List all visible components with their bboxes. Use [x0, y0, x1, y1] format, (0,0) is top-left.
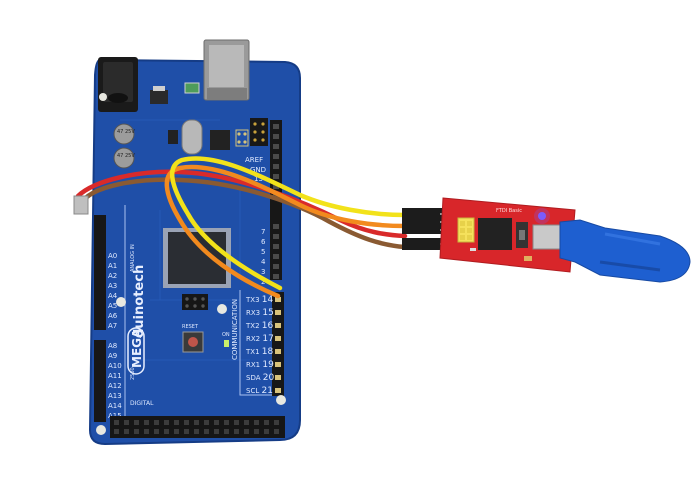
analog-header-left	[94, 250, 106, 422]
svg-text:A6: A6	[108, 312, 118, 320]
voltage-jumper	[457, 217, 475, 243]
dupont-connectors	[402, 208, 450, 250]
usb-b-connector	[203, 39, 250, 101]
svg-text:4: 4	[261, 258, 266, 266]
electrolytic-capacitor: 47 25V	[113, 147, 135, 169]
ftdi-usb-serial-adapter: FTDI Basic	[439, 197, 576, 273]
icsp-header	[182, 294, 208, 310]
jumper-wires	[73, 156, 408, 299]
svg-text:MEGA: MEGA	[130, 328, 144, 368]
svg-text:A5: A5	[108, 302, 117, 310]
capacitor-label: 47 25V	[117, 129, 135, 135]
svg-text:A0: A0	[108, 252, 117, 260]
icsp-header	[250, 118, 268, 146]
adapter-label: FTDI Basic	[496, 208, 522, 214]
model-sub-label: 2560	[130, 367, 136, 380]
svg-text:2: 2	[261, 278, 265, 286]
digital-header-bottom	[110, 416, 285, 438]
svg-text:A1: A1	[108, 262, 117, 270]
svg-text:6: 6	[261, 238, 266, 246]
pin13-label: 13	[254, 175, 263, 183]
mounting-hole	[99, 93, 107, 101]
svg-text:A13: A13	[108, 392, 122, 400]
svg-text:7: 7	[261, 228, 265, 236]
reset-button[interactable]	[182, 331, 204, 353]
dc-barrel-jack	[98, 57, 138, 112]
svg-text:TX1 18: TX1 18	[245, 347, 273, 357]
svg-text:TX2 16: TX2 16	[245, 321, 273, 331]
svg-text:A9: A9	[108, 352, 117, 360]
svg-text:A7: A7	[108, 322, 117, 330]
ft232-chip	[478, 218, 512, 250]
svg-text:A10: A10	[108, 362, 122, 370]
aref-label: AREF	[245, 156, 263, 164]
pwm-pin-labels: 7 6 5 4 3 2	[261, 228, 266, 286]
capacitor-label: 47 25V	[117, 153, 135, 159]
svg-text:A14: A14	[108, 402, 122, 410]
communication-header	[272, 292, 284, 396]
mounting-hole	[116, 297, 126, 307]
communication-label: COMMUNICATION	[231, 299, 239, 360]
svg-text:3: 3	[261, 268, 265, 276]
usb-controller-chip	[210, 130, 230, 150]
svg-text:RX1 19: RX1 19	[246, 360, 274, 370]
power-led	[224, 340, 229, 347]
voltage-regulator	[150, 90, 168, 104]
svg-text:5: 5	[261, 248, 265, 256]
svg-text:SDA 20: SDA 20	[246, 373, 274, 383]
mini-usb-port	[532, 224, 564, 250]
reset-label: RESET	[182, 324, 199, 330]
brand-label: duinotech	[132, 265, 147, 338]
svg-text:A12: A12	[108, 382, 122, 390]
svg-text:RX2 17: RX2 17	[246, 334, 274, 344]
status-led	[538, 212, 546, 220]
analog-in-label: ANALOG IN	[130, 244, 136, 272]
wire-orange	[164, 164, 408, 299]
mounting-hole	[96, 425, 106, 435]
mega-badge: MEGA	[127, 327, 145, 375]
svg-text:TX3 14: TX3 14	[245, 295, 273, 305]
crystal-oscillator	[181, 119, 203, 155]
usb-cable	[559, 219, 691, 283]
svg-text:A11: A11	[108, 372, 122, 380]
svg-text:A8: A8	[108, 342, 117, 350]
svg-text:A3: A3	[108, 282, 117, 290]
svg-text:RX3 15: RX3 15	[246, 308, 274, 318]
mounting-hole	[217, 304, 227, 314]
on-label: ON	[222, 332, 230, 338]
wire-yellow	[169, 156, 408, 291]
electrolytic-capacitor: 47 25V	[113, 123, 135, 145]
digital-label: DIGITAL	[130, 400, 154, 407]
gnd-label: GND	[250, 166, 266, 174]
svg-text:SCL 21: SCL 21	[246, 386, 273, 396]
svg-text:A4: A4	[108, 292, 118, 300]
jumper-pads	[235, 129, 249, 147]
svg-text:A2: A2	[108, 272, 117, 280]
comm-pin-labels: TX3 14 RX3 15 TX2 16 RX2 17 TX1 18 RX1 1…	[245, 295, 274, 396]
wire-brown	[77, 177, 408, 250]
atmega2560-chip	[163, 228, 231, 288]
mounting-hole	[276, 395, 286, 405]
arduino-mega-board: 47 25V 47 25V AREF GND 13	[88, 39, 301, 446]
